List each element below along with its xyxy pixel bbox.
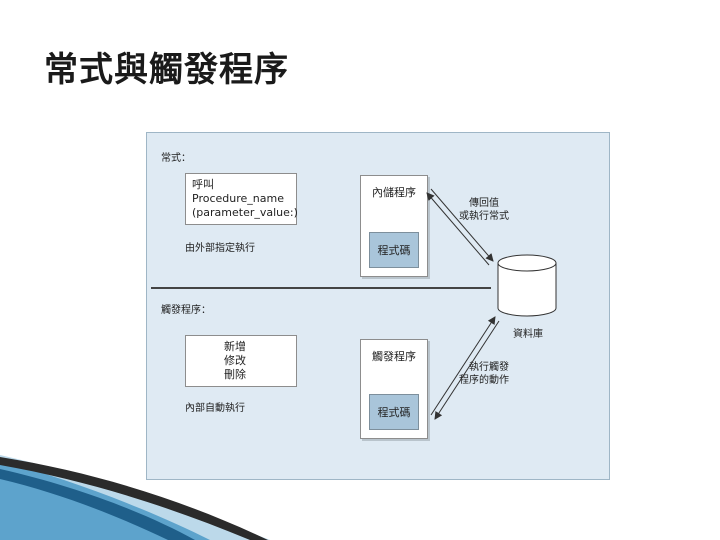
arrow-to-database bbox=[430, 316, 496, 416]
call-caption: 由外部指定執行 bbox=[185, 243, 255, 254]
operations-box: 新增 修改 刪除 bbox=[185, 335, 297, 387]
operations-caption: 內部自動執行 bbox=[185, 403, 245, 414]
trigger-procedure-title: 觸發程序 bbox=[372, 350, 416, 363]
trigger-procedure-box: 觸發程序 程式碼 bbox=[360, 339, 428, 439]
trigger-double-arrow bbox=[430, 316, 500, 420]
diagram-figure: 常式： 呼叫 Procedure_name (parameter_value:)… bbox=[146, 132, 610, 480]
trigger-arrow-label-line: 程序的動作 bbox=[459, 375, 509, 386]
stored-procedure-code: 程式碼 bbox=[369, 232, 419, 268]
trigger-procedure-code: 程式碼 bbox=[369, 394, 419, 430]
call-box-line: 呼叫 bbox=[192, 178, 214, 191]
arrow-to-procedure bbox=[426, 192, 490, 266]
routine-arrow-label-line: 或執行常式 bbox=[459, 211, 509, 222]
stored-procedure-title: 內儲程序 bbox=[372, 186, 416, 199]
diagram-connectors bbox=[426, 188, 557, 420]
stored-procedure-box: 內儲程序 程式碼 bbox=[360, 175, 428, 277]
routine-arrow-label: 傳回值 或執行常式 bbox=[459, 197, 509, 223]
arrow-to-trigger bbox=[434, 320, 500, 420]
slide-title: 常式與觸發程序 bbox=[44, 50, 289, 90]
routine-arrow-label-line: 傳回值 bbox=[469, 198, 499, 209]
database-cylinder-icon bbox=[497, 254, 557, 317]
call-box-line: Procedure_name bbox=[192, 192, 284, 205]
database-label: 資料庫 bbox=[513, 329, 543, 340]
operation-item: 新增 bbox=[224, 340, 246, 353]
routine-section-label: 常式： bbox=[161, 153, 191, 164]
call-box: 呼叫 Procedure_name (parameter_value:) bbox=[185, 173, 298, 225]
trigger-arrow-label: 執行觸發 程序的動作 bbox=[459, 361, 509, 387]
section-divider bbox=[151, 287, 491, 289]
call-box-line: (parameter_value:) bbox=[192, 206, 298, 219]
trigger-arrow-label-line: 執行觸發 bbox=[469, 362, 509, 373]
routine-double-arrow bbox=[426, 188, 494, 266]
arrow-to-database bbox=[430, 188, 494, 262]
trigger-section-label: 觸發程序： bbox=[161, 305, 211, 316]
operation-item: 刪除 bbox=[224, 368, 246, 381]
bottom-swoosh-decoration bbox=[0, 455, 270, 540]
operation-item: 修改 bbox=[224, 354, 246, 367]
